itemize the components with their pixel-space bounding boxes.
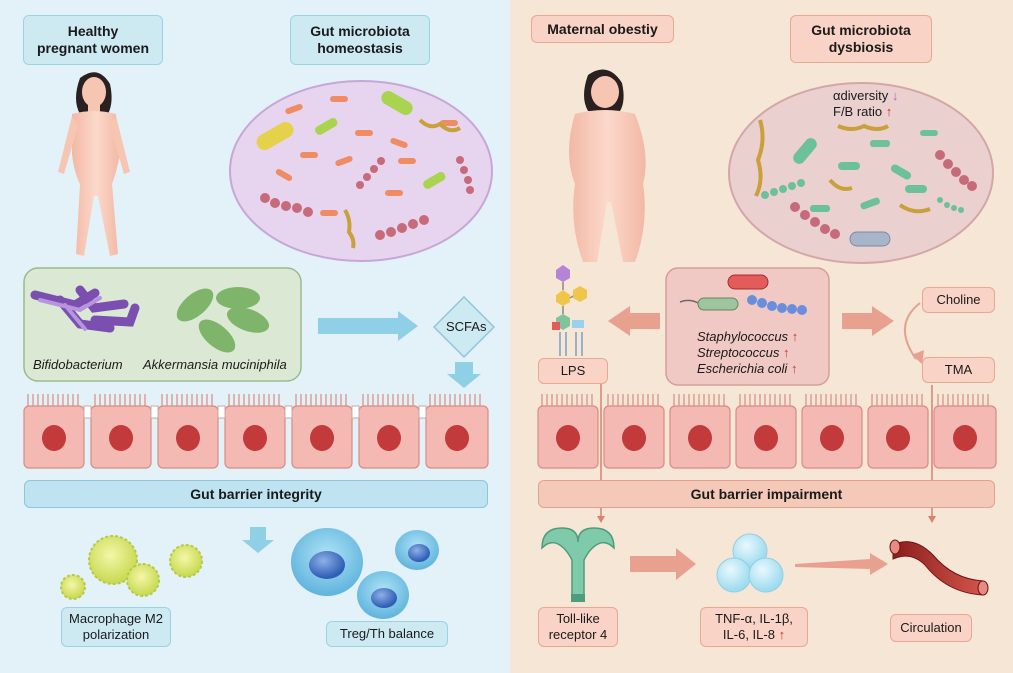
toll-like-receptor-label: Toll-like receptor 4 (538, 607, 618, 647)
blood-vessel (889, 539, 989, 596)
dysbiosis-microbiota-ellipse (728, 82, 994, 264)
arrow-to-lps (608, 306, 660, 336)
alpha-diversity-decrease-icon: ↓ (891, 88, 899, 103)
circulation-label: Circulation (890, 614, 972, 642)
scfas-label: SCFAs (446, 319, 487, 334)
cytokines-increase-icon: ↑ (778, 627, 786, 642)
arrow-scfas-down (447, 362, 481, 388)
homeostasis-bacteria (256, 91, 474, 249)
pathogen-icons (679, 274, 807, 315)
lps-label: LPS (538, 358, 608, 384)
lps-molecule (552, 265, 587, 356)
alpha-diversity-line: αdiversity ↓ (833, 88, 898, 103)
dysbiosis-label: Gut microbiota dysbiosis (790, 15, 932, 63)
macrophage-line2: polarization (82, 627, 150, 642)
healthy-pregnant-women-line2: pregnant women (36, 40, 149, 56)
fb-ratio-text: F/B ratio (833, 104, 883, 119)
healthy-pregnant-women-label: Healthy pregnant women (23, 15, 163, 65)
left-epithelium (23, 394, 489, 469)
dysbiosis-bacteria (754, 119, 977, 247)
treg-th-balance-label: Treg/Th balance (326, 621, 448, 647)
tma-leak-arrowhead (928, 516, 936, 523)
cytokines-line1: TNF-α, IL-1β, (715, 611, 793, 626)
tma-label: TMA (922, 357, 995, 383)
tlr-line2: receptor 4 (548, 627, 608, 642)
choline-tma-curve (903, 302, 921, 360)
akkermansia-icon (176, 287, 270, 353)
maternal-obesity-label: Maternal obestiy (531, 15, 674, 43)
dysbiosis-line2: dysbiosis (828, 39, 894, 55)
staphylococcus-text: Staphylococcus (697, 329, 789, 344)
homeostasis-line2: homeostasis (317, 40, 403, 56)
fb-ratio-increase-icon: ↑ (885, 104, 893, 119)
streptococcus-text: Streptococcus (697, 345, 780, 360)
staphylococcus-increase-icon: ↑ (791, 329, 799, 344)
arrow-to-scfas (318, 311, 418, 341)
bifidobacterium-icon (30, 285, 140, 333)
cytokines-label: TNF-α, IL-1β, IL-6, IL-8 ↑ (700, 607, 808, 647)
treg-cells (291, 528, 439, 619)
homeostasis-microbiota-ellipse (229, 80, 493, 262)
streptococcus-increase-icon: ↑ (783, 345, 790, 360)
lps-leak-arrowhead (597, 516, 605, 523)
choline-tma-arrowhead (912, 350, 924, 364)
escherichia-coli-line: Escherichia coli ↑ (697, 361, 797, 376)
fb-ratio-line: F/B ratio ↑ (833, 104, 892, 119)
scfas-diamond (432, 295, 496, 359)
bifidobacterium-label: Bifidobacterium (33, 357, 123, 372)
cytokines-line2-text: IL-6, IL-8 (722, 627, 775, 642)
tlr-line1: Toll-like (556, 611, 600, 626)
macrophage-m2-label: Macrophage M2 polarization (61, 607, 171, 647)
choline-label: Choline (922, 287, 995, 313)
tlr4-receptor (541, 527, 615, 602)
macrophage-line1: Macrophage M2 (69, 611, 163, 626)
healthy-pregnant-women-line1: Healthy (67, 23, 119, 39)
gut-barrier-impairment-band: Gut barrier impairment (538, 480, 995, 508)
macrophage-cells (60, 535, 203, 600)
gut-barrier-integrity-band: Gut barrier integrity (24, 480, 488, 508)
arrow-barrier-down (242, 527, 274, 553)
cytokine-spheres (716, 533, 784, 593)
cytokines-line2: IL-6, IL-8 ↑ (723, 627, 785, 643)
staphylococcus-line: Staphylococcus ↑ (697, 329, 798, 344)
arrow-to-choline (842, 306, 894, 336)
homeostasis-label: Gut microbiota homeostasis (290, 15, 430, 65)
right-epithelium (537, 394, 997, 469)
escherichia-coli-increase-icon: ↑ (790, 361, 798, 376)
pathogen-box (665, 267, 830, 386)
alpha-diversity-text: αdiversity (833, 88, 889, 103)
escherichia-coli-text: Escherichia coli (697, 361, 788, 376)
healthy-woman-figure (58, 72, 130, 256)
arrow-cytokines-vessel (795, 553, 888, 575)
homeostasis-line1: Gut microbiota (310, 23, 410, 39)
streptococcus-line: Streptococcus ↑ (697, 345, 790, 360)
dysbiosis-line1: Gut microbiota (811, 22, 911, 38)
akkermansia-label: Akkermansia muciniphila (143, 357, 287, 372)
obese-woman-figure (569, 69, 646, 262)
arrow-tlr4-cytokines (630, 548, 696, 580)
